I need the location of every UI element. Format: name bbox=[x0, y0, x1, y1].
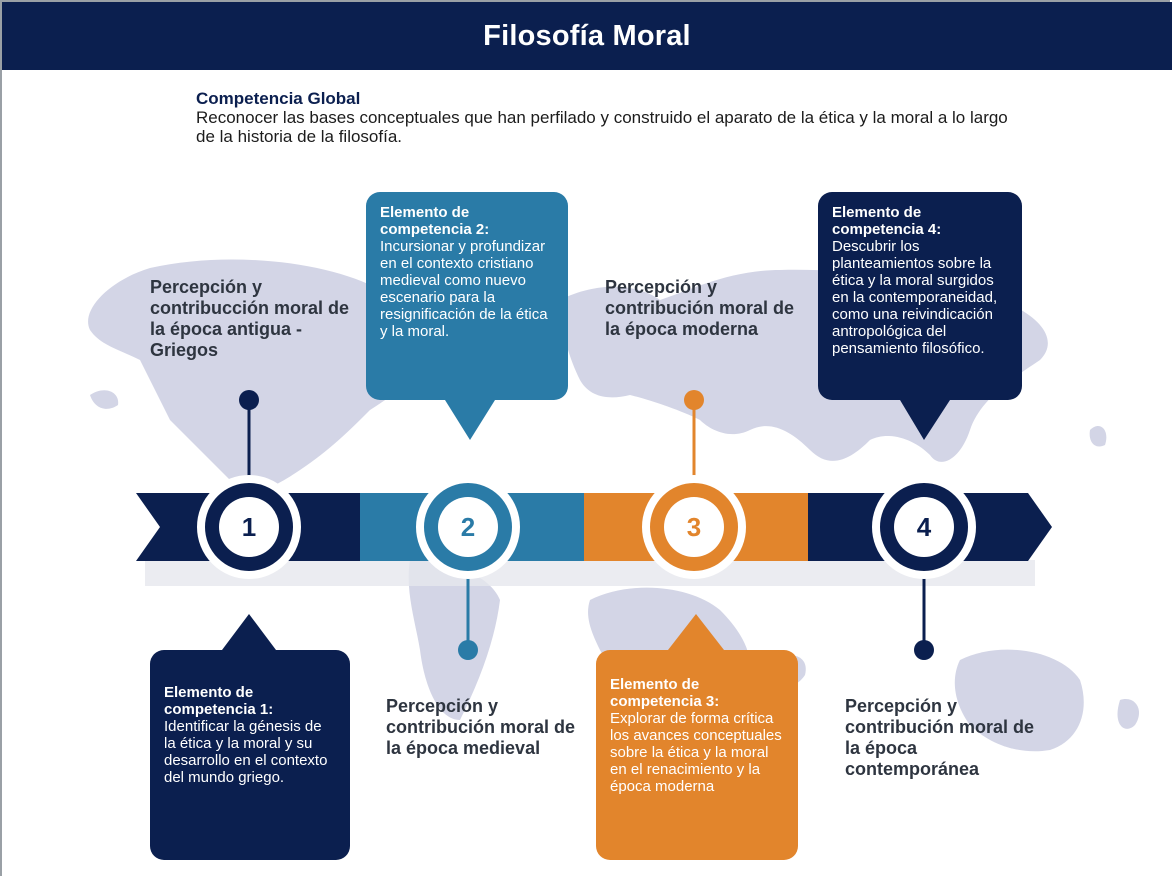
stage-number-1: 1 bbox=[219, 497, 279, 557]
perception-label-3: Percepción y contribución moral de la ép… bbox=[605, 277, 795, 339]
element-box-3: Elemento de competencia 3: Explorar de f… bbox=[596, 650, 798, 860]
pointer-element-2 bbox=[445, 400, 495, 440]
perception-label-4: Percepción y contribución moral de la ép… bbox=[845, 696, 1035, 779]
connector-dot-1 bbox=[239, 390, 259, 410]
stage-number-3: 3 bbox=[664, 497, 724, 557]
element-text-2: Incursionar y profundizar en el contexto… bbox=[380, 238, 548, 340]
pointer-element-4 bbox=[900, 400, 950, 440]
element-title-1: Elemento de competencia 1: bbox=[164, 684, 274, 718]
connector-dot-4 bbox=[914, 640, 934, 660]
element-title-4: Elemento de competencia 4: bbox=[832, 204, 942, 238]
stage-number-4: 4 bbox=[894, 497, 954, 557]
connectors bbox=[239, 390, 934, 660]
pointer-element-1 bbox=[222, 614, 276, 650]
perception-label-2: Percepción y contribución moral de la ép… bbox=[386, 696, 576, 758]
header-bar: Filosofía Moral bbox=[2, 2, 1172, 70]
element-title-2: Elemento de competencia 2: bbox=[380, 204, 490, 238]
band-shadow bbox=[145, 560, 1035, 586]
element-box-2: Elemento de competencia 2: Incursionar y… bbox=[366, 192, 568, 400]
pointer-element-3 bbox=[668, 614, 724, 650]
global-competence-heading: Competencia Global bbox=[196, 89, 361, 108]
element-text-3: Explorar de forma crítica los avances co… bbox=[610, 710, 782, 795]
global-competence-text: Reconocer las bases conceptuales que han… bbox=[196, 108, 1008, 146]
element-box-4: Elemento de competencia 4: Descubrir los… bbox=[818, 192, 1022, 400]
connector-dot-2 bbox=[458, 640, 478, 660]
page-title: Filosofía Moral bbox=[483, 19, 691, 52]
stage-number-2: 2 bbox=[438, 497, 498, 557]
element-title-3: Elemento de competencia 3: bbox=[610, 676, 720, 710]
element-text-4: Descubrir los planteamientos sobre la ét… bbox=[832, 238, 998, 357]
perception-label-1: Percepción y contribucción moral de la é… bbox=[150, 277, 350, 360]
connector-dot-3 bbox=[684, 390, 704, 410]
element-box-1: Elemento de competencia 1: Identificar l… bbox=[150, 650, 350, 860]
element-text-1: Identificar la génesis de la ética y la … bbox=[164, 718, 328, 786]
